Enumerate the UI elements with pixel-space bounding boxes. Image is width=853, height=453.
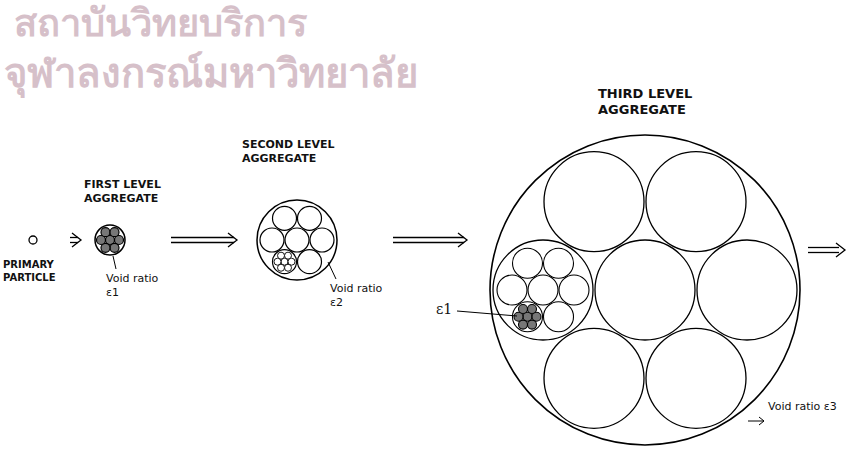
second-level-aggregate [257,200,337,280]
aggregate-group: THIRD LEVEL AGGREGATE Void ratio ε3 [470,84,848,450]
void-ratio-symbol: ε1 [436,300,452,318]
arrow-stroke [228,233,237,247]
watermark: สถาบันวิทยบริการ [14,2,307,46]
double-arrow [393,233,467,247]
watermark: จุฬาลงกรณ์มหาวิทยาลัย [4,50,418,96]
arrow-stroke [393,237,464,238]
double-arrow [70,233,81,247]
outgoing-arrow [808,243,845,257]
third-level-aggregate [490,135,800,445]
void-ratio-label: Void ratio ε2 [330,282,390,310]
leader-line [113,256,764,425]
arrow-stroke [171,242,234,243]
void-ratio-label: Void ratio ε1 [106,272,168,300]
aggregate-group: PRIMARY PARTICLE [3,226,67,304]
stage-heading: SECOND LEVEL AGGREGATE [242,138,348,166]
aggregate-group: SECOND LEVEL AGGREGATE Void ratio ε2 [240,136,390,318]
arrow-stroke [393,242,464,243]
stage-heading: PRIMARY PARTICLE [3,258,67,284]
primary-particle [29,236,37,244]
first-level-aggregate [95,225,125,255]
aggregate-group: FIRST LEVEL AGGREGATE Void ratio ε1 [84,176,168,310]
arrow-stroke [171,237,234,238]
arrow-stroke [458,233,467,247]
stage-heading: FIRST LEVEL AGGREGATE [84,178,168,206]
arrow-stroke [72,233,81,247]
double-arrow [171,233,237,247]
void-ratio-label: Void ratio ε3 [768,400,838,414]
stage-heading: THIRD LEVEL AGGREGATE [598,86,738,118]
